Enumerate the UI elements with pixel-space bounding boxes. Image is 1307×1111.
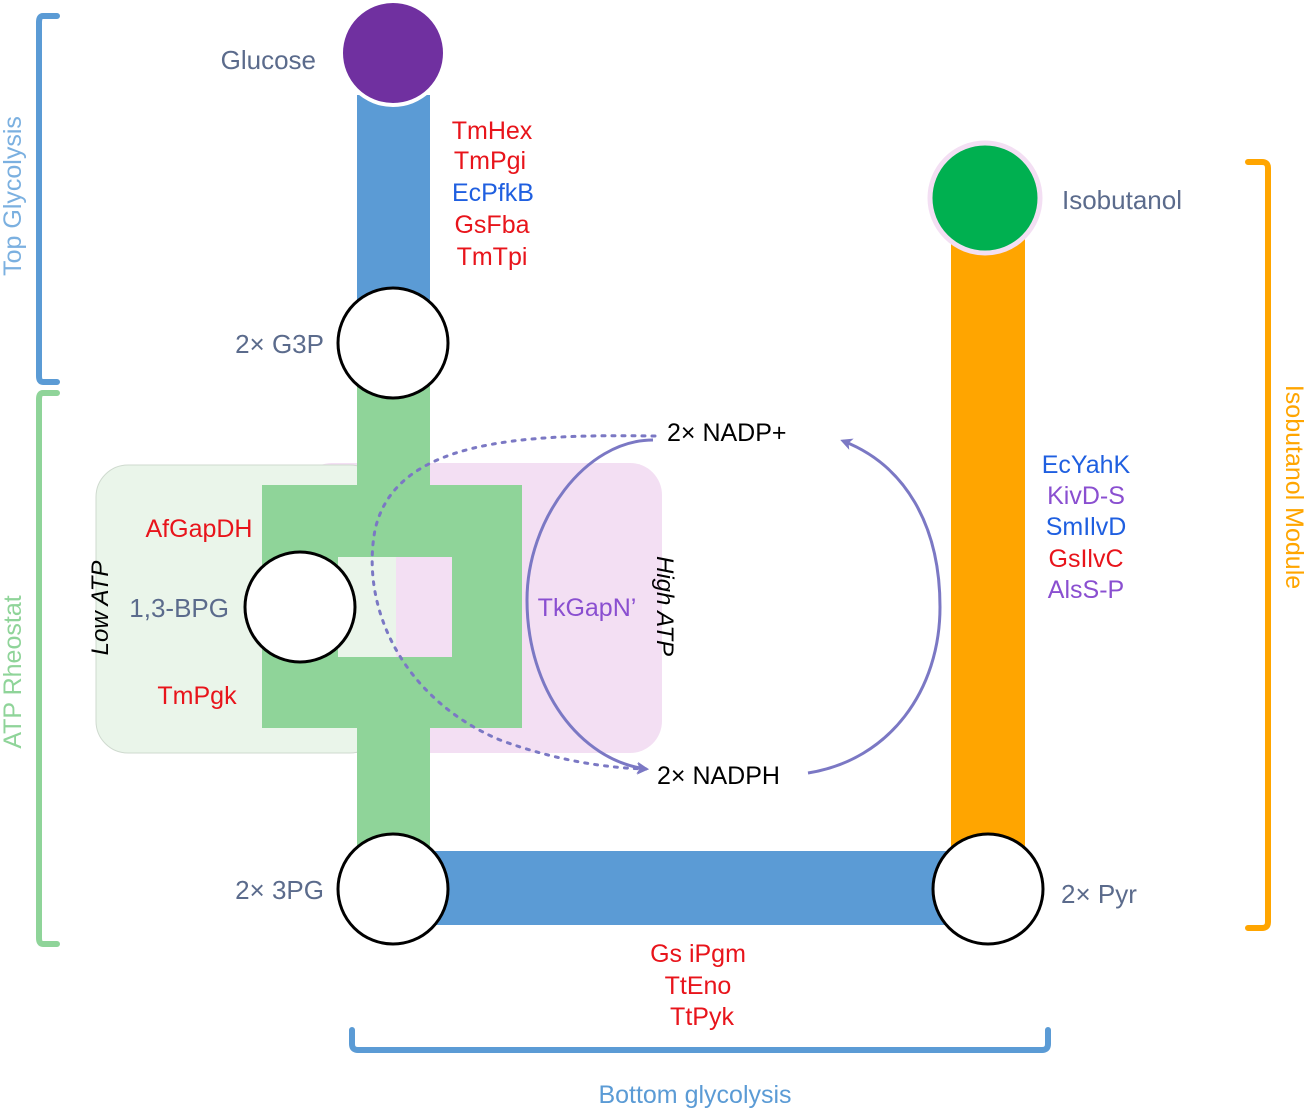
isobutanol-bar xyxy=(951,200,1025,890)
gapdh-label: AfGapDH xyxy=(146,515,253,543)
top-glycolysis-bracket xyxy=(36,13,60,385)
glucose-label: Glucose xyxy=(221,45,316,75)
rheostat-gap-high xyxy=(396,557,452,657)
enzyme-label: TtEno xyxy=(665,972,732,1000)
isobutanol-module-bracket xyxy=(1245,159,1271,931)
bottom-glycolysis-module-label: Bottom glycolysis xyxy=(598,1081,791,1109)
bpg-node xyxy=(243,550,357,664)
enzyme-label: TmTpi xyxy=(457,243,528,271)
gapn-nadp-to-nadph-arrow xyxy=(525,438,654,774)
gapn-label: TkGapN’ xyxy=(538,594,637,622)
pyr-label: 2× Pyr xyxy=(1061,879,1137,909)
atp-rheostat-bracket xyxy=(36,390,60,947)
glucose-node xyxy=(339,0,447,107)
isobutanol-node xyxy=(927,140,1043,256)
top-glycolysis-module-label: Top Glycolysis xyxy=(0,116,27,276)
enzyme-label: AlsS-P xyxy=(1048,576,1124,604)
enzyme-label: Gs iPgm xyxy=(650,940,746,968)
enzyme-label: KivD-S xyxy=(1047,482,1125,510)
bottom-glycolysis-bracket xyxy=(349,1027,1051,1053)
3pg-label: 2× 3PG xyxy=(235,875,324,905)
dotted-nadp-to-nadph-arrow xyxy=(370,434,657,775)
pyr-node xyxy=(931,832,1045,946)
3pg-node xyxy=(336,832,450,946)
isobutanol-enzymes: EcYahK KivD-S SmIlvD GsIlvC AlsS-P xyxy=(1042,451,1131,604)
nadp-label: 2× NADP+ xyxy=(667,419,787,447)
enzyme-label: EcPfkB xyxy=(452,179,534,207)
low-atp-label: Low ATP xyxy=(87,561,114,656)
regeneration-nadph-to-nadp-arrow xyxy=(807,438,942,775)
bpg-label: 1,3-BPG xyxy=(129,593,229,623)
enzyme-label: TtPyk xyxy=(670,1003,734,1031)
high-atp-label: High ATP xyxy=(651,556,678,656)
pgk-label: TmPgk xyxy=(157,682,237,710)
enzyme-label: EcYahK xyxy=(1042,451,1131,479)
atp-rheostat-module-label: ATP Rheostat xyxy=(0,595,27,748)
enzyme-label: GsFba xyxy=(454,211,529,239)
nadph-label: 2× NADPH xyxy=(657,762,780,790)
g3p-label: 2× G3P xyxy=(235,329,324,359)
enzyme-label: TmHex xyxy=(452,117,533,145)
bottom-glycolysis-enzymes: Gs iPgm TtEno TtPyk xyxy=(650,940,746,1031)
g3p-node xyxy=(336,286,450,400)
enzyme-label: GsIlvC xyxy=(1049,545,1124,573)
enzyme-label: TmPgi xyxy=(454,147,526,175)
isobutanol-module-label: Isobutanol Module xyxy=(1280,385,1307,589)
enzyme-label: SmIlvD xyxy=(1046,513,1127,541)
top-glycolysis-enzymes: TmHex TmPgi EcPfkB GsFba TmTpi xyxy=(452,117,534,271)
bottom-glycolysis-bar xyxy=(393,851,989,925)
isobutanol-label: Isobutanol xyxy=(1062,185,1182,215)
